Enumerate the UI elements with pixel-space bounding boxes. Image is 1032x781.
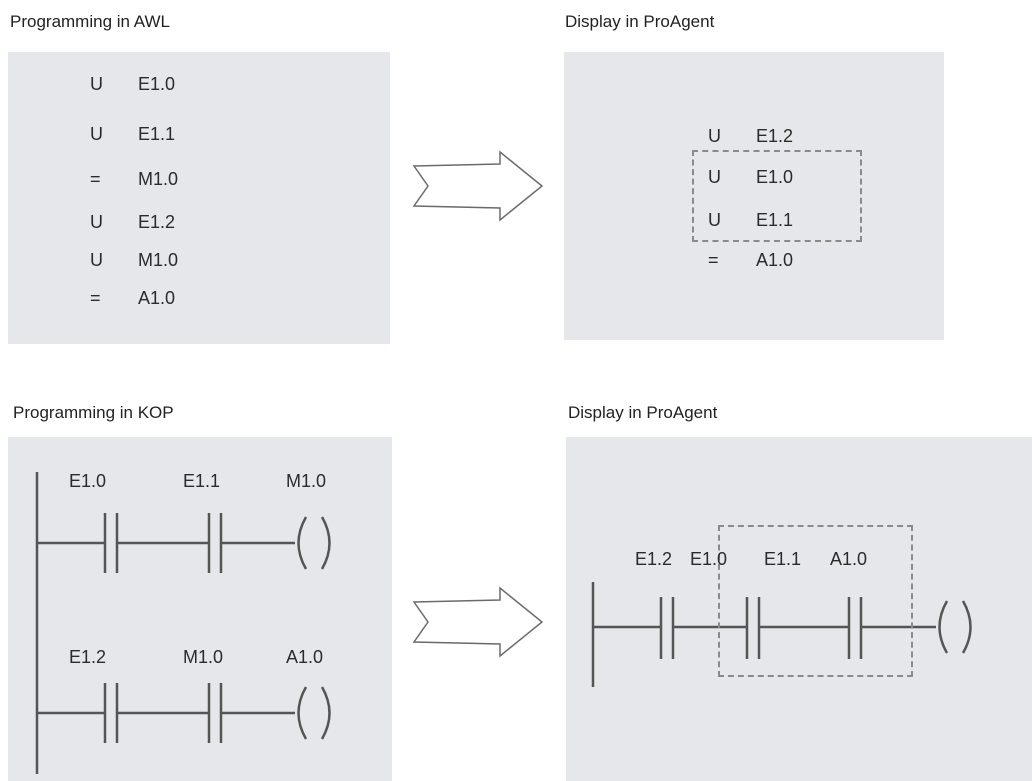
coil-label: M1.0 bbox=[286, 471, 327, 491]
contact-label: E1.1 bbox=[764, 549, 802, 569]
contact-label: E1.1 bbox=[183, 471, 221, 491]
proagent-awl-panel: U E1.2 U E1.0 U E1.1 = A1.0 bbox=[564, 52, 944, 340]
coil-left-arc bbox=[297, 686, 308, 740]
awl-operator: = bbox=[708, 250, 719, 270]
awl-operator: = bbox=[90, 169, 101, 189]
awl-operand: E1.0 bbox=[138, 74, 176, 94]
awl-caption: Programming in AWL bbox=[10, 12, 170, 31]
coil-left-arc bbox=[297, 516, 308, 570]
proagent-kop-caption: Display in ProAgent bbox=[568, 403, 718, 422]
kop-caption: Programming in KOP bbox=[13, 403, 174, 422]
contact-label: M1.0 bbox=[183, 647, 224, 667]
contact-label: E1.0 bbox=[690, 549, 728, 569]
coil-left-arc bbox=[938, 600, 949, 654]
awl-operator: = bbox=[90, 288, 101, 308]
awl-operand: A1.0 bbox=[138, 288, 176, 308]
awl-operand: E1.2 bbox=[756, 126, 794, 146]
dashed-highlight-box bbox=[692, 150, 862, 242]
coil-right-arc bbox=[961, 600, 972, 654]
awl-operator: U bbox=[90, 74, 103, 94]
awl-operand: E1.1 bbox=[756, 210, 794, 230]
coil-label: A1.0 bbox=[286, 647, 324, 667]
contact-label: E1.0 bbox=[69, 471, 107, 491]
proagent-ladder-diagram bbox=[591, 582, 972, 687]
proagent-awl-caption: Display in ProAgent bbox=[565, 12, 715, 31]
awl-operator: U bbox=[90, 250, 103, 270]
awl-operand: E1.0 bbox=[756, 167, 794, 187]
proagent-kop-panel: E1.2 E1.0 E1.1 A1.0 bbox=[566, 437, 1032, 781]
awl-operator: U bbox=[708, 167, 721, 187]
awl-operand: E1.2 bbox=[138, 212, 176, 232]
dashed-highlight-box bbox=[718, 525, 913, 677]
awl-panel: U E1.0 U E1.1 = M1.0 U E1.2 U M1.0 = A1.… bbox=[8, 52, 390, 344]
coil-right-arc bbox=[320, 516, 331, 570]
right-arrow-icon bbox=[412, 150, 544, 222]
right-arrow-icon bbox=[412, 586, 544, 658]
contact-label: E1.2 bbox=[69, 647, 107, 667]
awl-operand: M1.0 bbox=[138, 169, 179, 189]
kop-panel: E1.0 E1.1 M1.0 E1.2 M1.0 A1.0 bbox=[8, 437, 392, 781]
kop-ladder-diagram bbox=[35, 472, 331, 774]
awl-operand: M1.0 bbox=[138, 250, 179, 270]
awl-operator: U bbox=[90, 124, 103, 144]
contact-label: E1.2 bbox=[635, 549, 673, 569]
awl-operator: U bbox=[708, 126, 721, 146]
awl-operand: E1.1 bbox=[138, 124, 176, 144]
awl-operator: U bbox=[708, 210, 721, 230]
coil-right-arc bbox=[320, 686, 331, 740]
contact-label: A1.0 bbox=[830, 549, 868, 569]
awl-operand: A1.0 bbox=[756, 250, 794, 270]
awl-operator: U bbox=[90, 212, 103, 232]
